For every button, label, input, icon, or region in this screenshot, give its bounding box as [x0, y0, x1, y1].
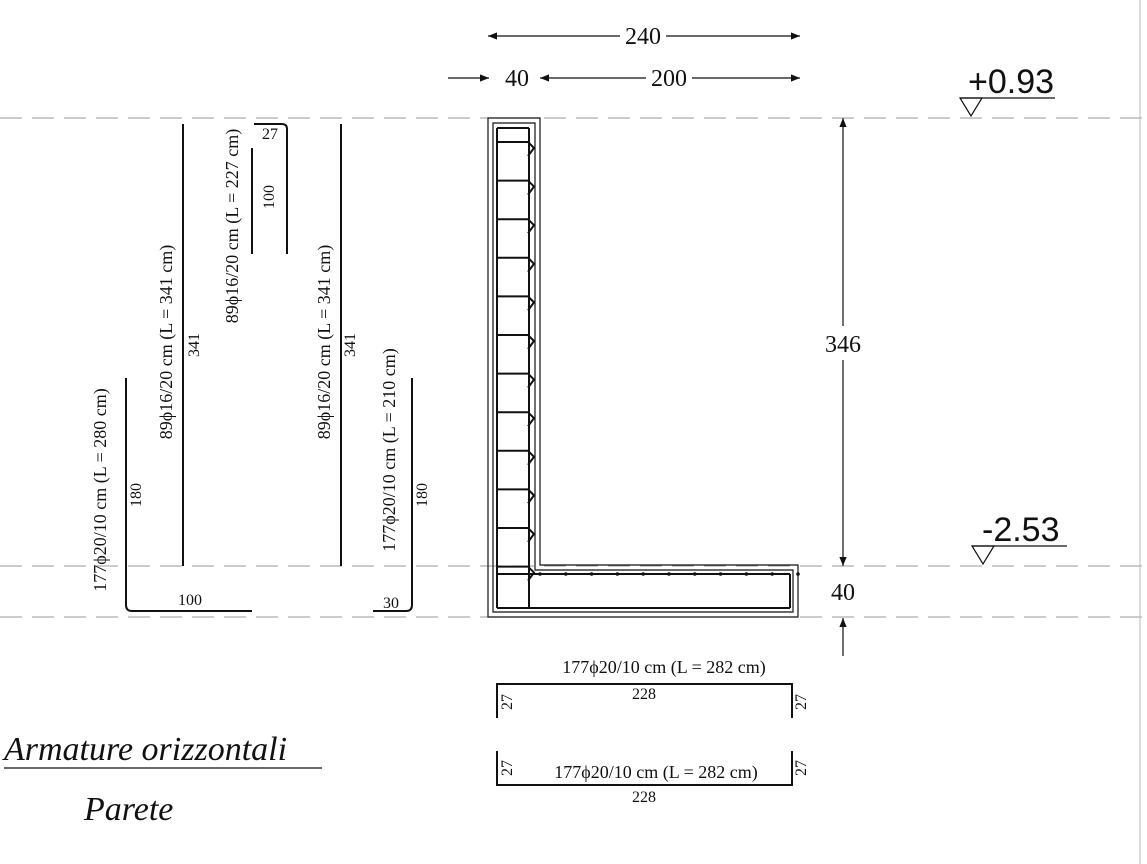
stirrup	[496, 527, 536, 543]
wall-section	[487, 117, 800, 618]
stirrup	[496, 411, 536, 427]
slab-bar-dots	[538, 572, 800, 576]
bar-u-bottom-label: 177ϕ20/10 cm (L = 282 cm)	[554, 762, 757, 783]
bar-hook-label: 89ϕ16/20 cm (L = 227 cm)	[222, 129, 243, 323]
slab-bar-dot	[641, 572, 645, 576]
dimension-total-width: 240	[488, 24, 800, 50]
bar-hook-length: 100	[261, 185, 278, 209]
slab-bar-dot	[744, 572, 749, 576]
stirrup	[496, 565, 536, 582]
bar-straight-2: 89ϕ16/20 cm (L = 341 cm) 341	[314, 124, 359, 566]
slab-bar-dot	[589, 572, 594, 576]
dimension-base-thickness-label: 40	[831, 580, 855, 606]
bar-u-bottom: 177ϕ20/10 cm (L = 282 cm) 228 27 27	[496, 751, 810, 806]
elevation-top-label: +0.93	[968, 63, 1054, 101]
slab-bar-dot	[667, 572, 671, 576]
dimension-height-label: 346	[825, 332, 861, 358]
elevation-bottom-label: -2.53	[982, 511, 1060, 549]
bar-u-top-leg-left: 27	[499, 694, 516, 710]
slab-bar-dot	[615, 572, 620, 576]
elevation-marker-bottom: -2.53	[970, 511, 1067, 566]
bar-u-bottom-leg-right: 27	[793, 760, 810, 776]
bar-hook: 89ϕ16/20 cm (L = 227 cm) 27 100	[222, 123, 288, 323]
slab-bar-dot	[538, 572, 542, 576]
bar-u-bottom-leg-left: 27	[499, 760, 516, 776]
stirrup	[496, 334, 536, 350]
elevation-marker-top: +0.93	[958, 63, 1055, 118]
stirrup	[496, 488, 536, 504]
slab-bar-dot	[564, 572, 568, 576]
bar-straight-2-length: 341	[342, 333, 359, 357]
title-sub: Parete	[83, 791, 173, 828]
stirrup	[496, 179, 536, 196]
bar-hook-top: 27	[262, 126, 278, 143]
bar-u-top-label: 177ϕ20/10 cm (L = 282 cm)	[562, 657, 765, 678]
bar-l-left-vertical: 180	[128, 483, 145, 507]
bar-straight-1-length: 341	[186, 333, 203, 357]
slab-bar-dot	[693, 572, 697, 576]
stirrup	[496, 218, 536, 234]
bar-u-bottom-length: 228	[632, 789, 656, 806]
dimension-height: 346	[822, 118, 868, 566]
dimension-wall-thickness-label: 40	[505, 66, 529, 92]
bar-straight-2-label: 89ϕ16/20 cm (L = 341 cm)	[314, 245, 335, 439]
bar-u-top: 177ϕ20/10 cm (L = 282 cm) 228 27 27	[496, 657, 810, 718]
bar-l-left-horizontal: 100	[178, 592, 202, 609]
slab-bar-dot	[718, 572, 723, 576]
bar-u-top-leg-right: 27	[793, 694, 810, 710]
bar-l-right-label: 177ϕ20/10 cm (L = 210 cm)	[379, 348, 400, 551]
stirrup	[496, 449, 536, 466]
title-main: Armature orizzontali	[2, 731, 287, 768]
slab-bar-dot	[796, 572, 800, 576]
wall-stirrups	[496, 141, 536, 582]
stirrup	[496, 256, 536, 273]
bar-straight-1: 89ϕ16/20 cm (L = 341 cm) 341	[156, 124, 203, 566]
bar-l-left: 177ϕ20/10 cm (L = 280 cm) 180 100	[90, 378, 252, 612]
stirrup	[496, 141, 536, 157]
stirrup	[496, 295, 536, 311]
dimension-toe-width-label: 200	[651, 66, 687, 92]
bar-l-right: 177ϕ20/10 cm (L = 210 cm) 180 30	[373, 348, 431, 612]
stirrup	[496, 372, 536, 389]
bar-straight-1-label: 89ϕ16/20 cm (L = 341 cm)	[156, 245, 177, 439]
bar-u-top-length: 228	[632, 686, 656, 703]
bar-l-right-horizontal: 30	[383, 595, 399, 612]
slab-bar-dot	[770, 572, 774, 576]
dimension-wall-and-toe: 40 200	[448, 66, 800, 92]
bar-l-left-label: 177ϕ20/10 cm (L = 280 cm)	[90, 388, 111, 591]
dimension-base-thickness: 40	[831, 580, 855, 656]
bar-l-right-vertical: 180	[414, 483, 431, 507]
dimension-total-width-label: 240	[625, 24, 661, 50]
